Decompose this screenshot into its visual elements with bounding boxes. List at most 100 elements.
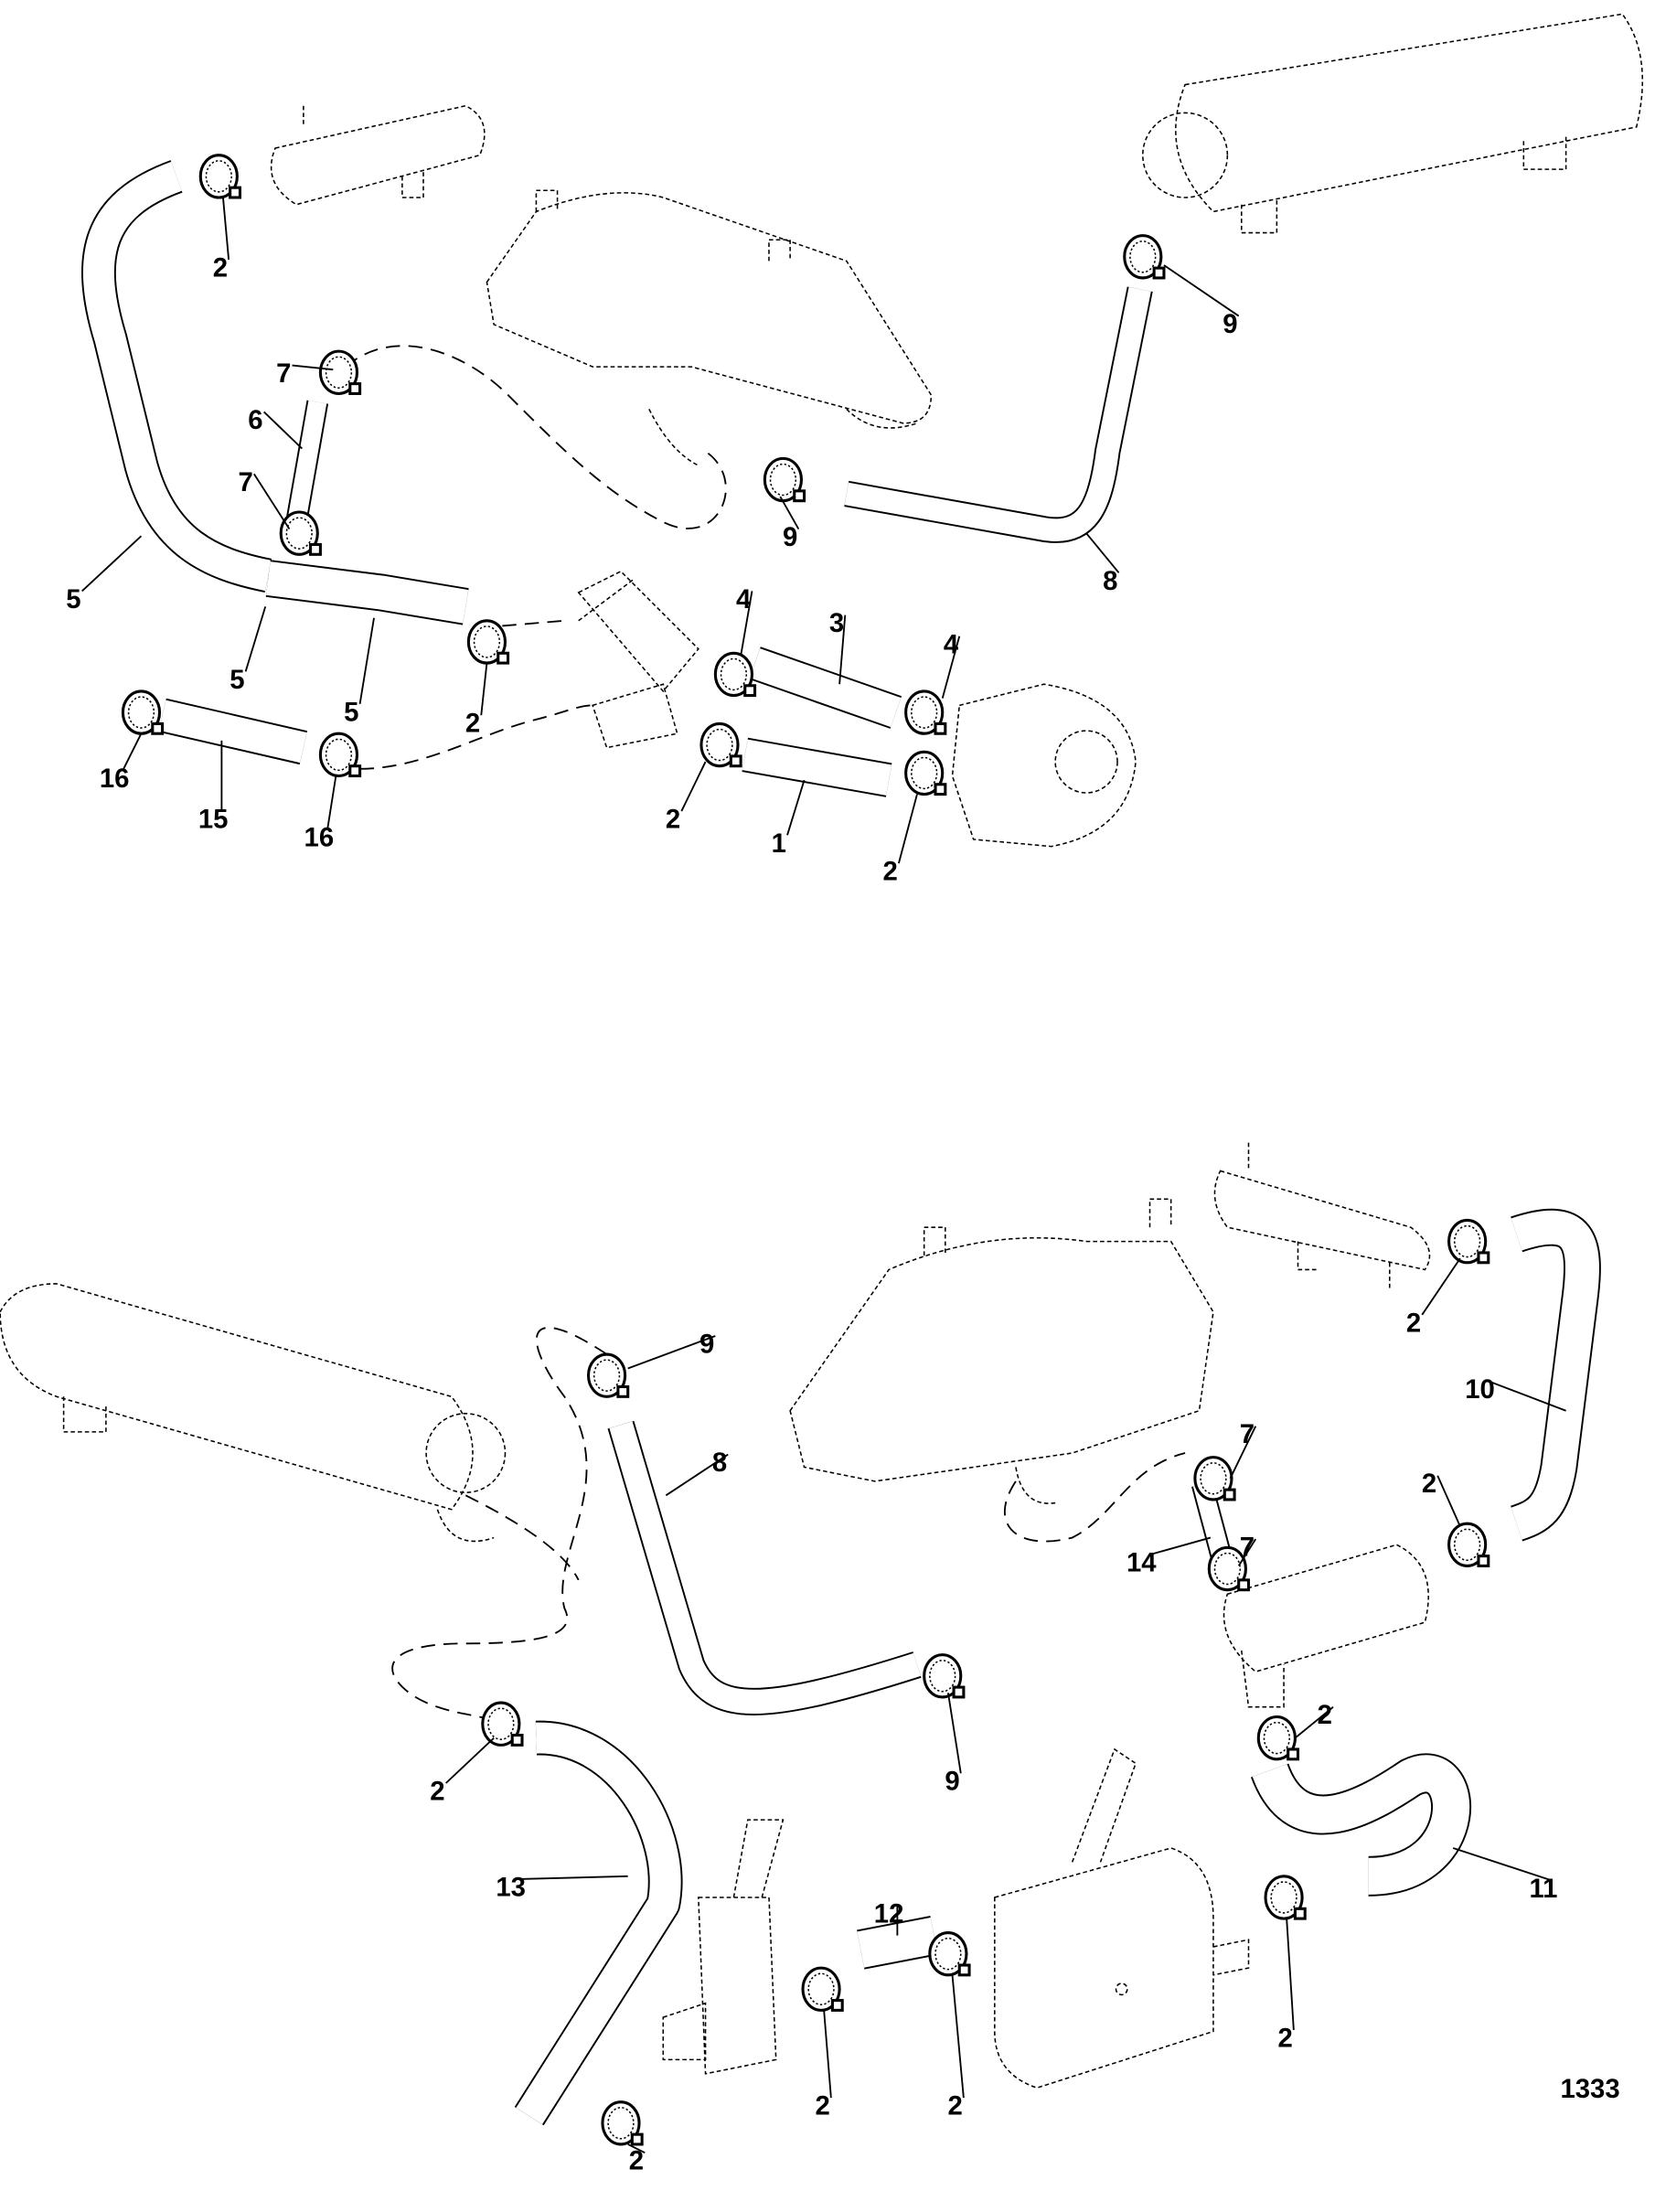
- callout-label: 8: [712, 1448, 727, 1478]
- callout-label: 5: [230, 665, 244, 695]
- hose-clamp: [763, 456, 806, 503]
- leader-line: [627, 2143, 646, 2154]
- leader-line: [680, 761, 707, 812]
- small-cooler-top: [270, 104, 486, 206]
- fuel-cooler-bottom: [994, 1747, 1250, 2089]
- hose-clamp: [928, 1930, 971, 1977]
- hose-clamp: [586, 1352, 630, 1398]
- hose-clamp: [1447, 1522, 1490, 1567]
- leader-line: [1163, 264, 1240, 317]
- leader-line: [823, 2010, 832, 2099]
- leader-line: [1452, 1847, 1553, 1882]
- callout-label: 7: [1240, 1419, 1255, 1449]
- hose: [81, 160, 272, 593]
- hoses: [81, 160, 1601, 2126]
- callout-label: 7: [1240, 1533, 1255, 1563]
- leader-line: [292, 364, 334, 371]
- leader-lines: [81, 197, 1566, 2154]
- hose-clamp: [1207, 1545, 1251, 1592]
- leader-line: [480, 662, 488, 716]
- leader-line: [946, 1693, 962, 1774]
- callout-label: 2: [213, 252, 228, 283]
- callout-label: 8: [1103, 566, 1117, 596]
- callout-label: 2: [1277, 2024, 1292, 2054]
- hose-clamp: [1123, 234, 1166, 280]
- callout-label: 12: [874, 1899, 904, 1929]
- hose-clamp: [1264, 1875, 1307, 1920]
- leader-line: [1237, 1538, 1257, 1566]
- leader-line: [263, 411, 303, 450]
- hose-clamp: [1256, 1715, 1300, 1761]
- leader-line: [1229, 1426, 1257, 1480]
- leader-line: [358, 617, 375, 704]
- hose-clamp: [801, 1966, 844, 2012]
- leader-line: [1286, 1918, 1295, 2031]
- hose-clamp: [481, 1701, 524, 1747]
- leader-line: [941, 636, 961, 699]
- hose-clamp: [279, 510, 322, 556]
- hose-clamp: [1193, 1456, 1236, 1501]
- callout-label: 9: [1223, 309, 1237, 339]
- leader-line: [326, 775, 337, 830]
- leader-line: [779, 496, 800, 529]
- hose: [514, 1720, 683, 2126]
- callout-label: 2: [1422, 1469, 1436, 1499]
- hose: [1250, 1753, 1472, 1897]
- hose: [607, 1420, 922, 1715]
- callout-label: 7: [238, 467, 252, 497]
- callout-label: 2: [883, 857, 898, 887]
- exhaust-manifold-top: [486, 189, 933, 466]
- leader-line: [1085, 532, 1120, 573]
- callout-label: 9: [699, 1329, 714, 1359]
- leader-line: [518, 1875, 628, 1880]
- callout-label: 3: [829, 608, 844, 638]
- leader-line: [898, 794, 918, 864]
- callout-label: 4: [736, 584, 752, 614]
- tee-fitting-bottom: [1223, 1544, 1429, 1708]
- hose-clamp: [198, 154, 241, 199]
- callout-label: 7: [276, 358, 291, 389]
- callout-label: 16: [304, 823, 335, 853]
- callout-label: 10: [1465, 1374, 1495, 1405]
- hose: [158, 698, 308, 765]
- heat-exchanger-bottom: [0, 1283, 507, 1543]
- water-pump-bottom: [662, 1819, 785, 2075]
- figure-number: 1333: [1560, 2074, 1619, 2104]
- hose-routing-lines: [345, 345, 1186, 1722]
- hose: [1510, 1208, 1601, 1542]
- hose-clamp: [904, 689, 947, 735]
- exhaust-manifold-bottom: [789, 1198, 1214, 1504]
- callout-label: 5: [66, 584, 80, 614]
- leader-line: [665, 1453, 729, 1497]
- callout-label: 2: [1406, 1308, 1421, 1338]
- hose-clamp: [318, 349, 362, 395]
- small-cooler-bottom: [1213, 1142, 1431, 1291]
- hose-clamp: [923, 1653, 966, 1699]
- hose-clamp: [699, 721, 742, 768]
- callout-label: 6: [248, 405, 262, 435]
- hose: [265, 560, 469, 625]
- leader-line: [1436, 1475, 1461, 1527]
- callout-label: 13: [496, 1872, 526, 1902]
- callout-label: 11: [1529, 1874, 1557, 1904]
- hose: [742, 737, 892, 797]
- leader-line: [786, 779, 806, 836]
- callout-label: 2: [430, 1777, 444, 1807]
- callout-label: 2: [815, 2091, 829, 2121]
- callout-label: 1: [772, 828, 786, 859]
- callout-label: 9: [945, 1767, 959, 1797]
- clamps: [121, 154, 1490, 2146]
- callout-label: 15: [198, 805, 229, 835]
- hose-clamp: [904, 750, 947, 796]
- hose-clamp: [318, 732, 362, 778]
- hose-clamp: [466, 619, 510, 665]
- ghost-components: [0, 13, 1644, 2089]
- callout-label: 4: [944, 629, 959, 659]
- callout-label: 5: [344, 697, 358, 727]
- leader-line: [951, 1974, 965, 2099]
- callout-label: 2: [666, 805, 680, 835]
- leader-line: [253, 473, 291, 530]
- leader-line: [222, 197, 230, 260]
- callout-label: 2: [465, 709, 480, 739]
